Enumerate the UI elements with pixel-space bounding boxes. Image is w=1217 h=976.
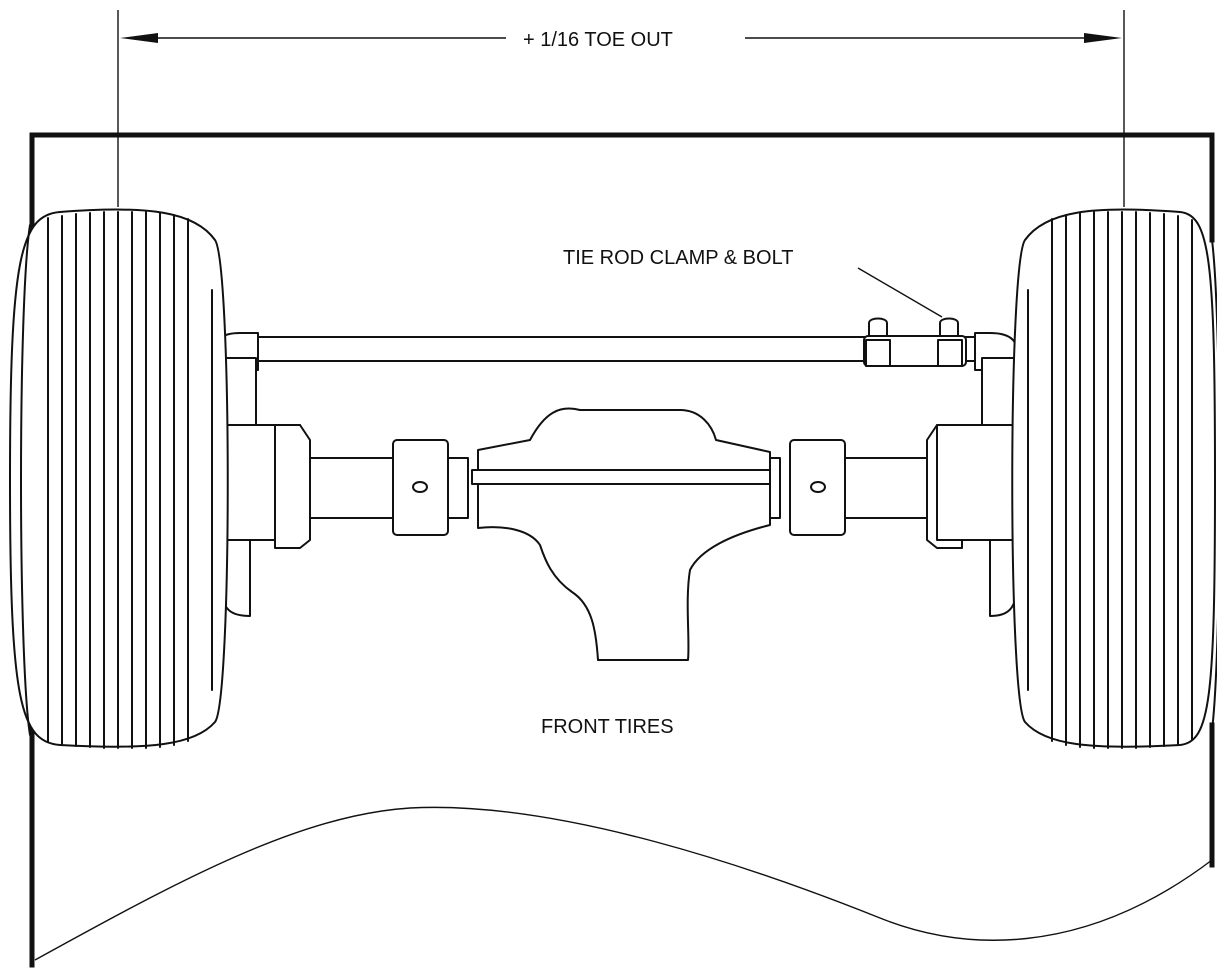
differential-cover-rim xyxy=(471,469,771,485)
floor-wave-line xyxy=(34,806,1213,961)
left-front-tire xyxy=(9,208,229,749)
left-arrowhead-icon xyxy=(120,33,158,43)
right-arrowhead-icon xyxy=(1084,33,1122,43)
left-tire-sidewall-line xyxy=(20,224,31,736)
caption-label: FRONT TIRES xyxy=(541,716,674,738)
left-knuckle-flange xyxy=(274,424,311,549)
dimension-label: + 1/16 TOE OUT xyxy=(523,29,673,51)
clamp-bolt-right-icon xyxy=(939,317,959,337)
right-tire-sidewall-line xyxy=(1211,239,1217,731)
left-spring-pad-hole-icon xyxy=(412,481,428,493)
clamp-bolt-left-icon xyxy=(868,317,888,337)
left-axle-tube xyxy=(309,457,396,519)
right-axle-tube xyxy=(844,457,931,519)
right-spring-pad-hole-icon xyxy=(810,481,826,493)
clamp-leader-line xyxy=(857,267,943,318)
right-steering-arm xyxy=(981,357,1017,429)
clamp-band-left xyxy=(865,339,891,367)
right-front-tire xyxy=(1011,208,1217,749)
dimension-line-group: + 1/16 TOE OUT xyxy=(117,10,1125,207)
differential-housing xyxy=(477,407,771,661)
front-axle xyxy=(209,407,1028,661)
clamp-band-right xyxy=(937,339,963,367)
left-axle-collar xyxy=(447,457,469,519)
clamp-label: TIE ROD CLAMP & BOLT xyxy=(563,247,793,269)
right-tire-body xyxy=(1011,208,1216,748)
